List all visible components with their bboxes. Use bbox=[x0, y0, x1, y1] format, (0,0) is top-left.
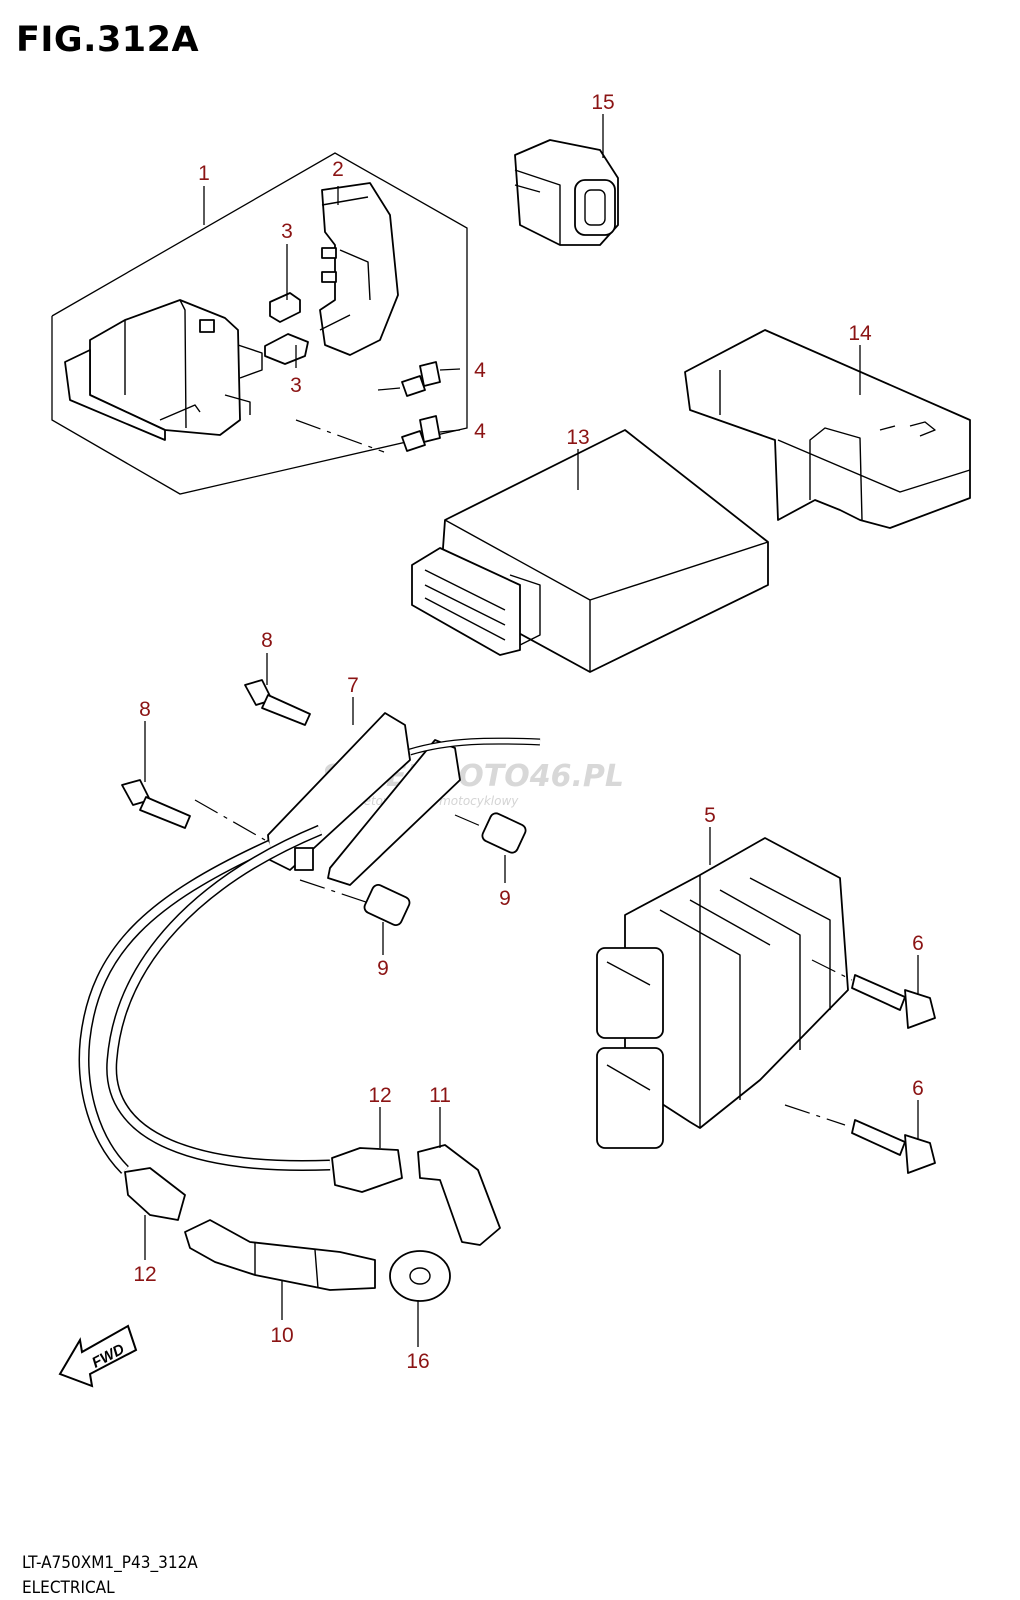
callout-9-left: 9 bbox=[377, 957, 389, 980]
section-name: ELECTRICAL bbox=[22, 1578, 115, 1598]
callout-15: 15 bbox=[591, 91, 614, 114]
callout-4-upper: 4 bbox=[474, 359, 486, 382]
callout-2: 2 bbox=[332, 158, 344, 181]
grommet-16 bbox=[389, 1250, 451, 1302]
relay-assembly bbox=[51, 152, 468, 495]
callout-12-left: 12 bbox=[133, 1263, 156, 1286]
callout-10: 10 bbox=[270, 1324, 293, 1347]
bracket-14 bbox=[684, 329, 971, 529]
leader-lines bbox=[144, 114, 919, 1347]
regulator-5 bbox=[596, 837, 853, 1149]
callout-3-lower: 3 bbox=[290, 374, 302, 397]
callout-4-lower: 4 bbox=[474, 420, 486, 443]
callout-8-upper: 8 bbox=[261, 629, 273, 652]
callout-14: 14 bbox=[848, 322, 872, 345]
callout-6-upper: 6 bbox=[912, 932, 924, 955]
fwd-arrow-icon: FWD bbox=[58, 1324, 138, 1388]
callout-7: 7 bbox=[347, 674, 359, 697]
boot-12-right bbox=[331, 1147, 403, 1193]
bolt-8-upper bbox=[244, 679, 311, 726]
callout-16: 16 bbox=[406, 1350, 429, 1373]
boot-12-left bbox=[124, 1167, 186, 1221]
callout-5: 5 bbox=[704, 804, 716, 827]
callout-12-right: 12 bbox=[368, 1084, 391, 1107]
ignition-coil-7 bbox=[78, 712, 541, 1174]
callout-labels: 1 2 3 3 4 4 5 6 6 7 8 8 9 9 10 11 12 12 … bbox=[133, 91, 924, 1373]
figure-title: FIG.312A bbox=[16, 20, 200, 60]
connector-15 bbox=[514, 139, 619, 246]
callout-6-lower: 6 bbox=[912, 1077, 924, 1100]
bolt-8-lower bbox=[121, 779, 191, 829]
callout-8-lower: 8 bbox=[139, 698, 151, 721]
bolt-6-upper bbox=[851, 974, 936, 1029]
callout-13: 13 bbox=[566, 426, 589, 449]
callout-1: 1 bbox=[198, 162, 210, 185]
plug-cap-10 bbox=[184, 1219, 376, 1291]
figure-code: LT-A750XM1_P43_312A bbox=[22, 1553, 198, 1573]
callout-3-upper: 3 bbox=[281, 220, 293, 243]
callout-9-right: 9 bbox=[499, 887, 511, 910]
plug-cap-11 bbox=[417, 1144, 501, 1246]
ecm-13 bbox=[411, 429, 769, 673]
callout-11: 11 bbox=[429, 1084, 451, 1107]
bolt-6-lower bbox=[851, 1119, 936, 1174]
